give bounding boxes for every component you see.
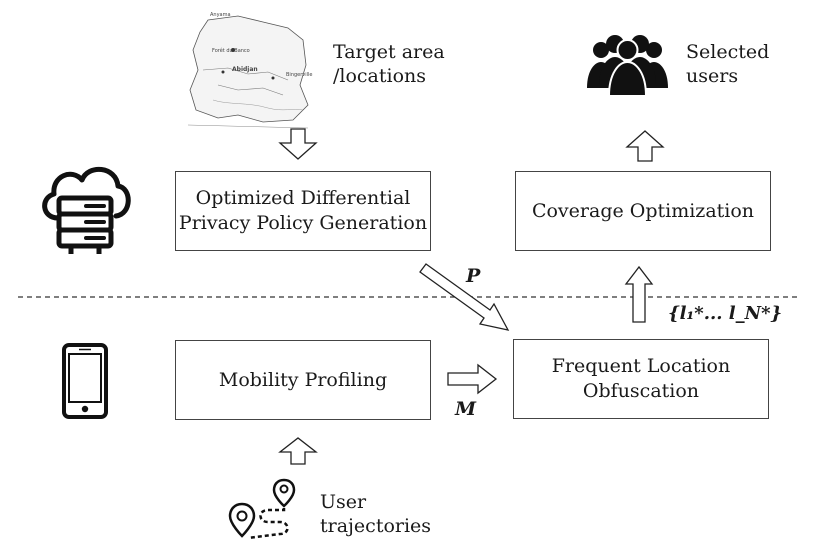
arrow-mobility-to-obfuscation [447, 363, 498, 395]
mobility-profiling-label: Mobility Profiling [218, 368, 388, 391]
selected-users-line2: users [686, 65, 739, 87]
mobility-profiling-box: Mobility Profiling [175, 340, 431, 420]
map-label-anyama: Anyama [210, 12, 231, 18]
map-label-abidjan: Abidjan [232, 66, 258, 73]
location-obfuscation-line1: Frequent Location [551, 355, 731, 377]
target-area-line1: Target area [333, 41, 445, 63]
map-label-bingerville: Bingerville [286, 72, 313, 78]
location-obfuscation-line2: Obfuscation [582, 380, 700, 402]
edge-label-p: P [466, 265, 481, 287]
edge-label-m: M [455, 398, 477, 420]
policy-generation-box: Optimized Differential Privacy Policy Ge… [175, 171, 431, 251]
cloud-server-icon [42, 166, 131, 254]
policy-generation-line1: Optimized Differential [195, 187, 411, 209]
location-obfuscation-box: Frequent Location Obfuscation [513, 339, 769, 419]
policy-generation-line2: Privacy Policy Generation [178, 212, 428, 234]
user-trajectories-line2: trajectories [320, 515, 432, 537]
coverage-optimization-label: Coverage Optimization [531, 199, 755, 222]
target-area-line2: /locations [333, 65, 427, 87]
edge-label-locations-set: {l₁*... l_N*} [668, 303, 783, 324]
map-icon [168, 10, 318, 135]
target-area-label: Target area /locations [333, 40, 445, 88]
smartphone-icon [62, 343, 108, 419]
arrow-policy-to-obfuscation [419, 263, 510, 331]
map-label-foret: Forêt du Banco [212, 48, 250, 54]
arrow-map-to-policy [278, 128, 318, 160]
coverage-optimization-box: Coverage Optimization [515, 171, 771, 251]
arrow-trajectories-to-mobility [278, 437, 318, 465]
user-trajectories-line1: User [320, 491, 367, 513]
arrow-coverage-to-users [625, 130, 665, 162]
selected-users-label: Selected users [686, 40, 769, 88]
trajectory-pins-icon [228, 478, 296, 540]
arrow-obfuscation-to-coverage [624, 265, 654, 323]
device-server-separator [18, 296, 798, 298]
users-group-icon [587, 35, 668, 97]
selected-users-line1: Selected [686, 41, 770, 63]
user-trajectories-label: User trajectories [320, 490, 431, 538]
